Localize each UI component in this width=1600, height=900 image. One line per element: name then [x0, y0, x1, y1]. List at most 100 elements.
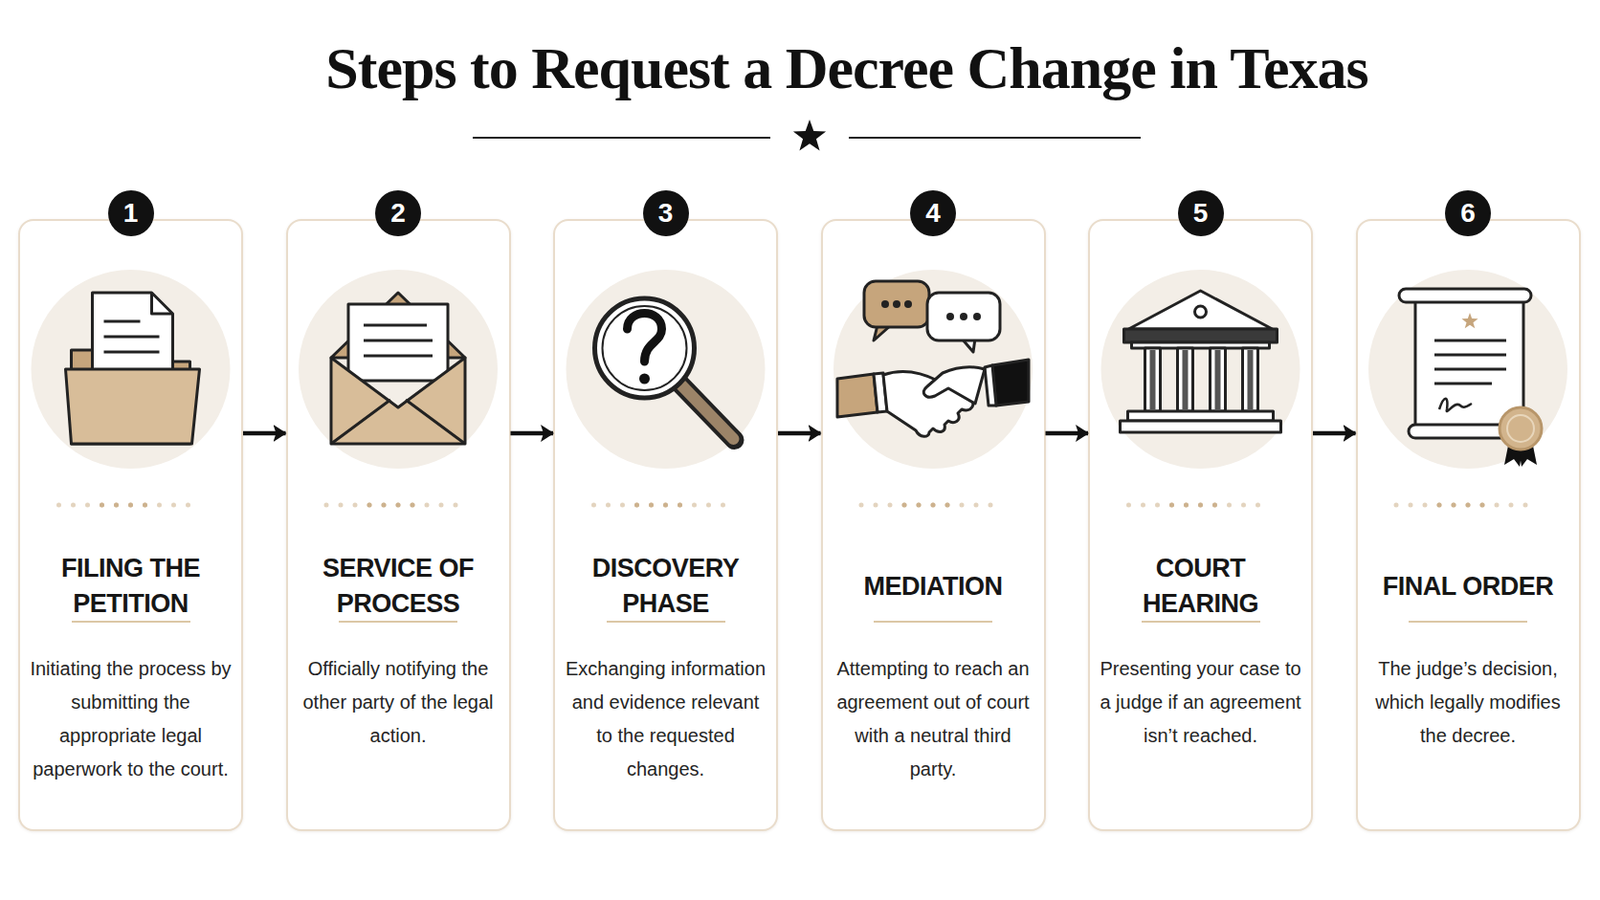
certificate-icon-part	[1461, 312, 1478, 329]
magnifier-icon-part	[681, 384, 734, 440]
courthouse-icon-part	[1177, 348, 1194, 412]
courthouse-icon-part-part	[1182, 350, 1189, 410]
magnifier-icon-part	[639, 374, 650, 385]
step-number: 6	[1444, 190, 1491, 237]
certificate-icon-part	[1499, 407, 1542, 450]
handshake-icon-part	[881, 300, 981, 321]
certificate-icon	[1399, 288, 1542, 467]
courthouse-icon-part	[1128, 411, 1274, 422]
courthouse-icon-part	[1132, 342, 1270, 349]
flow-arrow	[243, 431, 287, 437]
heading-underline	[338, 621, 458, 623]
heading-underline	[1141, 621, 1261, 623]
step-card: 4MEDIATIONAttempting to reach an agreeme…	[821, 219, 1046, 832]
folder-icon-part	[104, 321, 160, 353]
courthouse-icon-part	[1120, 421, 1282, 433]
certificate-icon-part	[1504, 436, 1524, 467]
courthouse-icon-part	[1210, 348, 1226, 412]
heading-underline	[873, 621, 993, 623]
step-number: 3	[643, 190, 689, 237]
certificate-icon-part	[1507, 415, 1534, 443]
title-divider-part	[848, 136, 1141, 139]
icon-backdrops-part	[1101, 269, 1301, 469]
step-description: Presenting your case to a judge if an ag…	[1099, 652, 1302, 754]
folder-icon-part	[66, 369, 200, 445]
step-number: 4	[910, 190, 956, 237]
title-divider	[472, 119, 1141, 152]
handshake-icon	[837, 281, 1029, 437]
envelope-icon	[331, 292, 466, 445]
handshake-icon-part	[927, 292, 1000, 341]
certificate-icon-part	[1408, 424, 1534, 439]
step-card: 1FILING THE PETITIONInitiating the proce…	[18, 219, 244, 832]
step-description: The judge’s decision, which legally modi…	[1367, 652, 1570, 754]
flow-arrow	[777, 431, 822, 437]
dot-dividers-part-part	[1396, 503, 1540, 509]
dot-dividers-part-part	[1129, 503, 1273, 509]
dot-dividers-part-part	[326, 503, 470, 509]
courthouse-icon-part	[1150, 350, 1254, 410]
handshake-icon-part	[837, 374, 878, 418]
step-heading: COURT HEARING	[1097, 549, 1304, 624]
magnifier-icon-part	[595, 298, 695, 399]
handshake-icon-part-part	[973, 312, 981, 321]
heading-underline	[71, 621, 191, 623]
handshake-icon-part	[984, 365, 997, 406]
step-card: 3DISCOVERY PHASEExchanging information a…	[553, 219, 778, 832]
icon-backdrops-part	[31, 269, 231, 469]
icon-backdrops-part	[566, 269, 766, 469]
magnifier-icon	[595, 298, 735, 441]
handshake-icon-part	[873, 373, 888, 413]
icon-backdrops-part	[298, 269, 498, 469]
handshake-icon-part	[883, 372, 974, 438]
courthouse-icon-part-part	[1150, 350, 1156, 410]
dot-dividers-part-part	[102, 503, 160, 509]
handshake-icon-part-part	[881, 300, 889, 309]
certificate-icon-part	[1439, 399, 1472, 412]
diagram-title: Steps to Request a Decree Change in Texa…	[81, 30, 1600, 106]
step-card: 6FINAL ORDERThe judge’s decision, which …	[1355, 219, 1581, 832]
magnifier-icon-part	[679, 382, 735, 441]
folder-icon	[66, 292, 200, 445]
envelope-icon-part	[331, 357, 466, 445]
courthouse-icon	[1120, 290, 1282, 433]
handshake-icon-part	[864, 281, 930, 328]
envelope-icon-part	[331, 400, 466, 445]
handshake-icon-part	[923, 367, 985, 404]
icon-backdrops	[31, 269, 1569, 469]
envelope-icon-part	[331, 292, 466, 358]
dot-dividers-part-part	[861, 503, 1005, 509]
folder-icon-part	[92, 292, 174, 399]
courthouse-icon-part	[1243, 348, 1259, 412]
certificate-icon-part	[1415, 300, 1524, 429]
courthouse-icon-part	[1145, 348, 1161, 412]
step-description: Exchanging information and evidence rele…	[564, 652, 767, 787]
flow-arrow	[511, 431, 555, 437]
courthouse-icon-part	[1124, 329, 1278, 343]
step-heading: FILING THE PETITION	[27, 549, 234, 624]
certificate-icon-part	[1434, 340, 1507, 384]
step-heading: FINAL ORDER	[1365, 549, 1572, 624]
handshake-icon-part	[873, 325, 891, 341]
envelope-icon-part	[348, 304, 448, 381]
step-card: 5COURT HEARINGPresenting your case to a …	[1088, 219, 1313, 832]
heading-underline	[1408, 621, 1528, 623]
courthouse-icon-part	[1129, 290, 1273, 330]
title-divider-part	[472, 136, 771, 139]
dot-dividers	[59, 503, 1541, 509]
dot-dividers-part-part	[904, 503, 962, 509]
handshake-icon-part-part	[959, 312, 968, 321]
step-number: 2	[375, 190, 422, 237]
dot-dividers-part	[102, 503, 1498, 509]
step-heading: MEDIATION	[830, 549, 1037, 624]
dot-dividers-part	[59, 503, 1541, 509]
magnifier-icon-part	[602, 306, 688, 391]
dot-dividers-part-part	[369, 503, 427, 509]
step-number: 1	[108, 190, 155, 237]
certificate-icon-part	[1517, 436, 1537, 467]
dot-dividers-part-part	[1172, 503, 1230, 509]
icon-backdrops-part	[1368, 269, 1568, 469]
icon-backdrops-part	[833, 269, 1033, 469]
